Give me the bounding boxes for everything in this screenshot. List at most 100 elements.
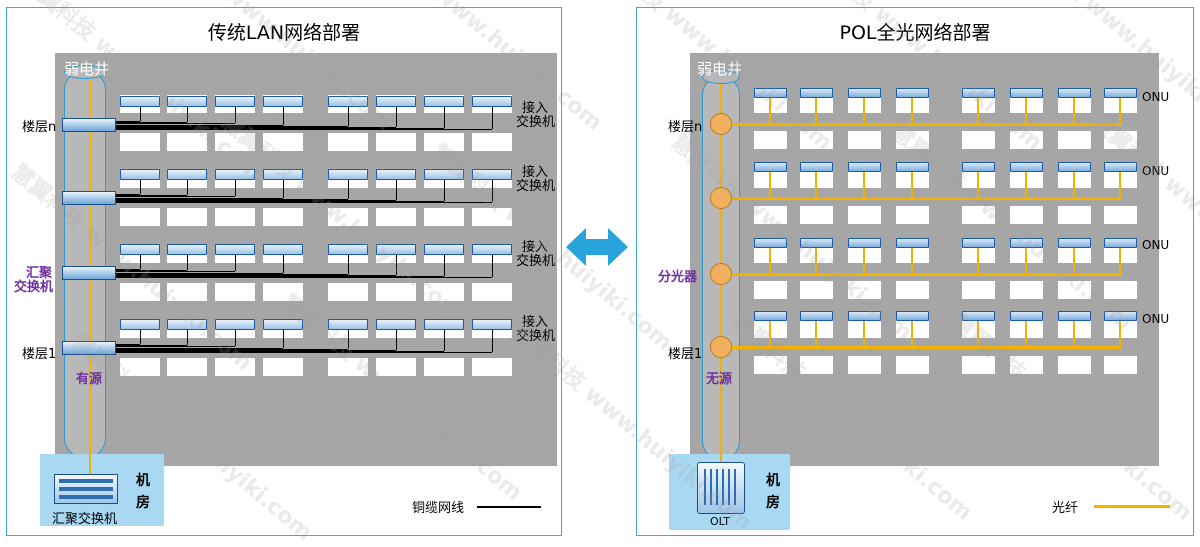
lan-window [263,358,303,376]
pol-shaft-label: 弱电井 [697,60,743,78]
fiber-drop [1119,321,1121,346]
access-switch-icon [167,169,207,180]
pol-window [848,131,881,149]
pol-window [896,281,929,299]
onu-icon [754,88,787,98]
copper-cable [116,273,348,275]
pol-window [1010,281,1043,299]
lan-window [215,133,255,151]
pol-shaft-top [702,70,740,84]
copper-cable [116,195,187,197]
onu-icon [1058,88,1091,98]
access-switch-label: 交换机 [516,329,556,344]
onu-icon [1104,311,1137,321]
pol-title: POL全光网络部署 [839,22,991,44]
copper-cable-drop [348,255,349,274]
onu-icon [962,88,995,98]
copper-cable-drop [235,180,236,197]
lan-room-switch-icon [54,474,118,504]
access-switch-icon [215,96,255,107]
copper-cable [116,344,140,345]
fiber-drop [863,321,865,346]
access-switch-icon [424,169,464,180]
splitter-icon [710,113,732,135]
access-switch-icon [215,319,255,330]
copper-cable [116,269,140,270]
pol-window [1104,356,1137,374]
fiber-drop [977,172,979,197]
onu-icon [1104,88,1137,98]
copper-cable-drop [348,180,349,199]
onu-icon [896,162,929,172]
lan-window [215,208,255,226]
copper-cable [116,347,283,349]
onu-icon [896,238,929,248]
lan-title: 传统LAN网络部署 [207,22,361,44]
lan-window [424,283,464,301]
pol-window [896,206,929,224]
copper-cable-drop [187,330,188,346]
pol-window [962,356,995,374]
access-switch-icon [424,244,464,255]
access-switch-icon [424,319,464,330]
lan-window [376,358,416,376]
access-switch-icon [472,169,512,180]
copper-cable-drop [348,330,349,349]
lan-window [120,208,160,226]
onu-icon [800,88,833,98]
access-switch-icon [472,244,512,255]
copper-cable-drop [396,180,397,200]
lan-room-label-2: 房 [136,495,150,511]
pol-legend-line [1094,505,1170,508]
lan-window [328,133,368,151]
fiber-drop [769,248,771,273]
fiber-drop [911,321,913,346]
lan-floor-switch-icon [62,266,116,280]
fiber-cable [732,197,1122,200]
lan-window [328,208,368,226]
pol-window [800,281,833,299]
pol-window [962,131,995,149]
lan-legend-label: 铜缆网线 [412,501,465,516]
pol-window [848,206,881,224]
lan-window [424,208,464,226]
copper-cable-drop [235,107,236,124]
onu-icon [800,238,833,248]
olt-label: OLT [710,515,730,528]
pol-room-label-1: 机 [766,473,780,489]
lan-room-device-label: 汇聚交换机 [52,512,118,527]
onu-icon [1010,88,1043,98]
pol-window [896,131,929,149]
onu-icon [754,162,787,172]
access-switch-icon [215,244,255,255]
copper-cable [116,200,396,201]
pol-window [1058,356,1091,374]
onu-icon [848,162,881,172]
lan-floor-switch-icon [62,191,116,205]
copper-cable [116,127,396,128]
access-switch-icon [263,319,303,330]
access-switch-icon [167,244,207,255]
onu-label: ONU [1142,164,1170,178]
fiber-drop [769,172,771,197]
pol-window [754,206,787,224]
lan-window [263,208,303,226]
copper-cable-drop [396,330,397,350]
copper-cable-drop [283,330,284,348]
copper-cable-drop [444,180,445,202]
copper-cable [116,201,444,203]
lan-floor-bottom-label: 楼层1 [22,347,57,362]
lan-floor-top-label: 楼层n [22,120,57,135]
fiber-drop [1073,98,1075,123]
onu-label: ONU [1142,90,1170,104]
access-switch-icon [263,96,303,107]
access-switch-icon [376,244,416,255]
copper-cable-drop [140,107,141,121]
lan-window [167,208,207,226]
pol-window [754,281,787,299]
pol-window [1010,356,1043,374]
copper-cable-drop [140,255,141,269]
copper-cable [116,196,235,198]
copper-cable [116,194,140,195]
pol-window [1104,281,1137,299]
